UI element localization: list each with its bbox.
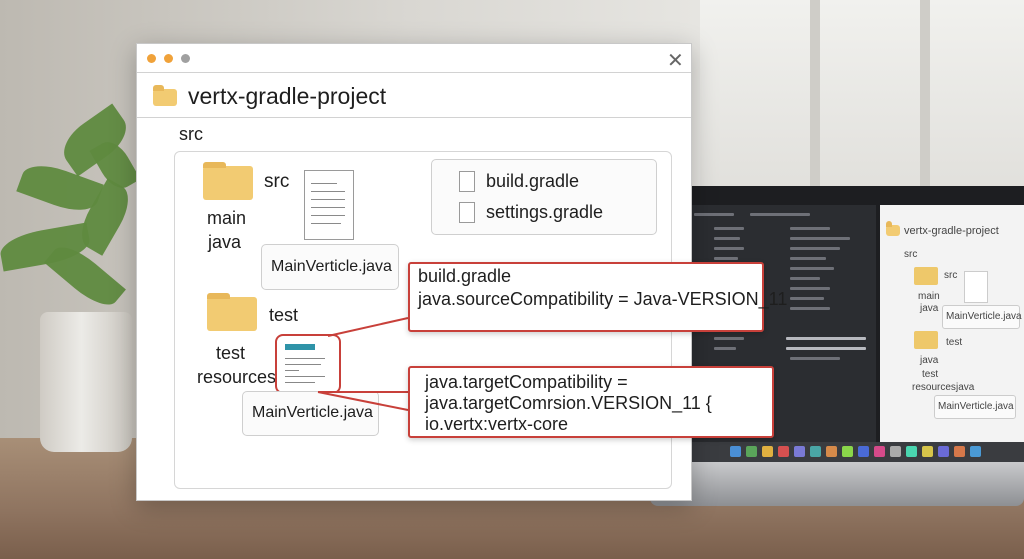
laptop-src-folder: src <box>944 270 958 281</box>
test-file-name: MainVerticle.java <box>252 404 373 421</box>
laptop-file2: MainVerticle.java <box>938 401 1014 412</box>
resources-label: resources <box>197 367 277 387</box>
document-icon <box>304 170 354 240</box>
callout2-line2: java.targetComrsion.VERSION_11 { <box>425 393 712 413</box>
plant-pot <box>40 312 132 452</box>
laptop-java3: java <box>956 382 975 393</box>
callout1-line: java.sourceCompatibility = Java-VERSION_… <box>418 289 788 309</box>
test-file-card[interactable]: MainVerticle.java <box>242 391 379 436</box>
test-label: test <box>216 343 246 363</box>
callout2-line3: io.vertx:vertx-core <box>425 414 569 434</box>
build-files-card: build.gradle settings.gradle <box>431 159 657 235</box>
laptop-test2: test <box>922 369 939 380</box>
src-folder-icon[interactable] <box>203 162 253 200</box>
laptop-test: test <box>946 337 963 348</box>
laptop-title: vertx-gradle-project <box>904 225 999 237</box>
callout2-line1: java.targetCompatibility = <box>425 372 628 392</box>
window-control-dot[interactable] <box>164 54 173 63</box>
java-label: java <box>208 232 242 252</box>
test-folder-label[interactable]: test <box>269 305 299 325</box>
laptop-src-label: src <box>904 249 918 260</box>
window-title: vertx-gradle-project <box>188 83 387 109</box>
test-folder-icon[interactable] <box>207 293 257 331</box>
src-folder-label[interactable]: src <box>264 171 290 192</box>
settings-gradle-item[interactable]: settings.gradle <box>486 202 604 222</box>
laptop-file1: MainVerticle.java <box>946 311 1022 322</box>
laptop-java: java <box>920 303 939 314</box>
laptop-base <box>650 462 1024 506</box>
laptop-main: main <box>918 291 940 302</box>
build-gradle-item[interactable]: build.gradle <box>486 171 580 191</box>
folder-icon <box>153 85 177 106</box>
window-control-dot[interactable] <box>147 54 156 63</box>
laptop-file-window: vertx-gradle-project src src main java M… <box>880 205 1024 442</box>
laptop-java2: java <box>920 355 939 366</box>
main-file-card[interactable]: MainVerticle.java <box>261 244 399 290</box>
compatibility-callout: java.targetCompatibility = java.targetCo… <box>408 366 774 438</box>
background-window <box>700 0 1024 190</box>
laptop-resources: resources <box>912 382 956 393</box>
build-gradle-callout: build.gradle java.sourceCompatibility = … <box>408 262 787 332</box>
close-icon[interactable]: ✕ <box>667 50 684 72</box>
path-label: src <box>179 124 203 144</box>
file-icon <box>459 171 475 192</box>
file-icon <box>459 202 475 223</box>
callout1-title: build.gradle <box>418 266 512 286</box>
title-bar: vertx-gradle-project <box>137 72 691 118</box>
window-control-dot[interactable] <box>181 54 190 63</box>
main-label: main <box>207 208 247 228</box>
main-file-name: MainVerticle.java <box>271 258 392 275</box>
code-preview-thumbnail[interactable] <box>275 334 341 394</box>
